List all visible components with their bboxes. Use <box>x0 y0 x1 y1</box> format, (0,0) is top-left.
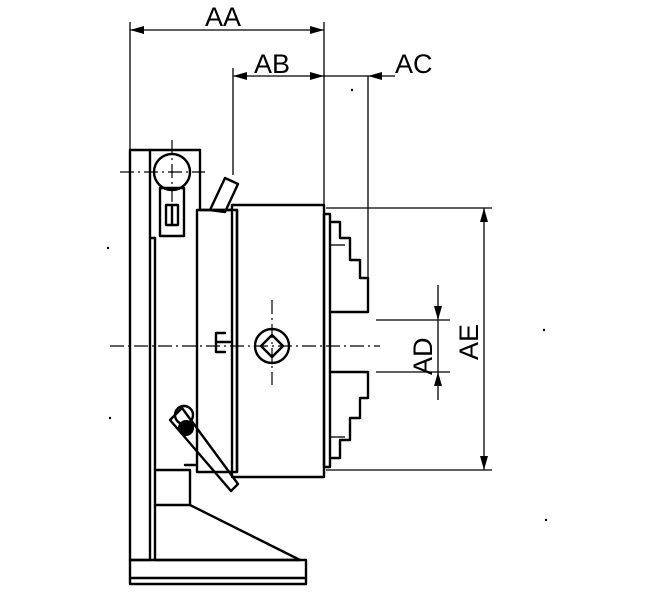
lower-chuck-jaw <box>328 370 370 460</box>
spindle-center <box>110 300 380 385</box>
vertical-stand <box>128 148 202 562</box>
dimension-ac: AC <box>324 49 433 285</box>
dimension-label-ab: AB <box>254 49 290 79</box>
dimension-label-ac: AC <box>395 49 433 79</box>
base-plate <box>128 558 308 586</box>
dimension-aa: AA <box>129 2 325 205</box>
dimension-label-ae: AE <box>454 324 484 360</box>
lower-lever <box>168 404 240 493</box>
gusset <box>153 463 302 562</box>
chuck-body <box>322 212 332 469</box>
dimension-ae: AE <box>326 207 492 471</box>
scan-speckles <box>106 88 548 522</box>
dimension-ab: AB <box>232 49 324 175</box>
key-slot <box>214 331 232 354</box>
dimension-label-aa: AA <box>205 2 241 32</box>
upper-chuck-jaw <box>328 220 370 314</box>
dimension-label-ad: AD <box>408 337 438 375</box>
dimension-ad: AD <box>376 285 450 400</box>
upper-lever <box>208 176 240 214</box>
clamp-knob <box>120 140 205 238</box>
